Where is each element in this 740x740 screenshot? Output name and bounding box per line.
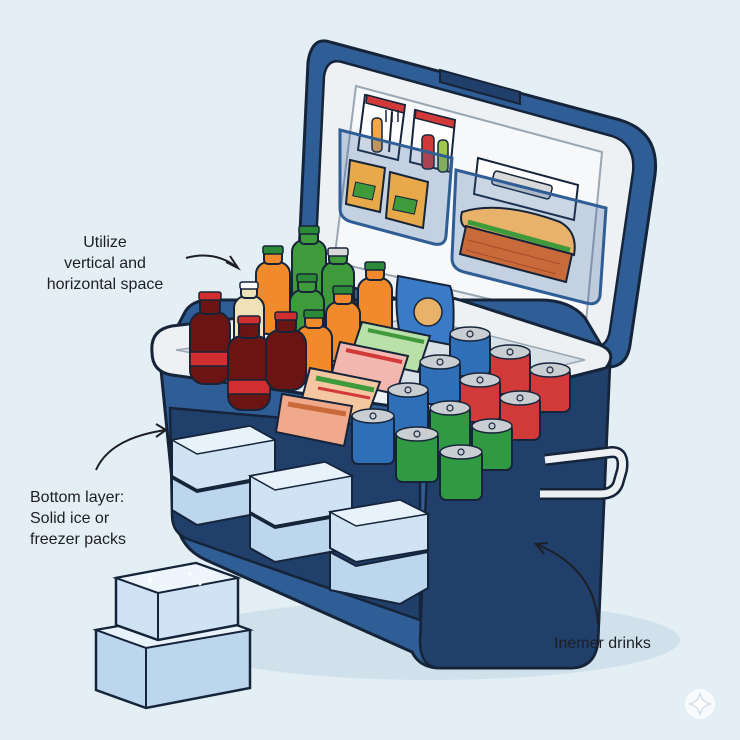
annotation-drinks: Inemer drinks [554, 633, 704, 654]
ice-block [247, 460, 355, 528]
ice-blocks-in-cooler [169, 424, 431, 606]
ice-block [327, 498, 431, 564]
lid-mesh-pockets [338, 128, 608, 306]
can-green [439, 444, 483, 501]
can-red [529, 362, 571, 413]
bottles [189, 225, 393, 411]
arrow-right-head [534, 542, 549, 555]
annotation-line: vertical and [64, 255, 146, 272]
can-green [395, 426, 439, 483]
annotation-line: Solid ice or [30, 510, 110, 527]
ice-block [329, 550, 429, 606]
cooler-lid [296, 39, 658, 369]
bottle-cola [227, 315, 271, 411]
sparkle-icon [685, 689, 715, 719]
ice-block [169, 424, 278, 492]
sandwich-pack [274, 392, 354, 448]
annotation-line: Bottom layer: [30, 489, 125, 506]
arrow-right [535, 543, 599, 625]
arrow-bottom [95, 429, 167, 471]
can-green [429, 400, 471, 453]
arrow-bottom-head [155, 423, 168, 438]
annotation-line: Inemer drinks [554, 635, 651, 652]
cans [351, 326, 571, 501]
annotation-bottom-layer: Bottom layer: Solid ice or freezer packs [30, 487, 180, 550]
can-blue [351, 408, 395, 465]
annotation-line: freezer packs [30, 531, 127, 548]
can-blue [419, 354, 461, 405]
annotation-line: horizontal space [46, 276, 164, 293]
annotation-line: Utilize [83, 234, 127, 251]
annotation-arrows [95, 254, 599, 625]
can-red [499, 390, 541, 441]
loose-ice-blocks [92, 561, 254, 710]
bottle-cola [265, 311, 307, 391]
arrow-top-head [225, 255, 241, 271]
ice-block [112, 561, 242, 642]
fork-icon [385, 110, 399, 153]
snack-packs [274, 274, 455, 448]
annotation-vertical-horizontal-space: Utilize vertical and horizontal space [30, 232, 180, 295]
